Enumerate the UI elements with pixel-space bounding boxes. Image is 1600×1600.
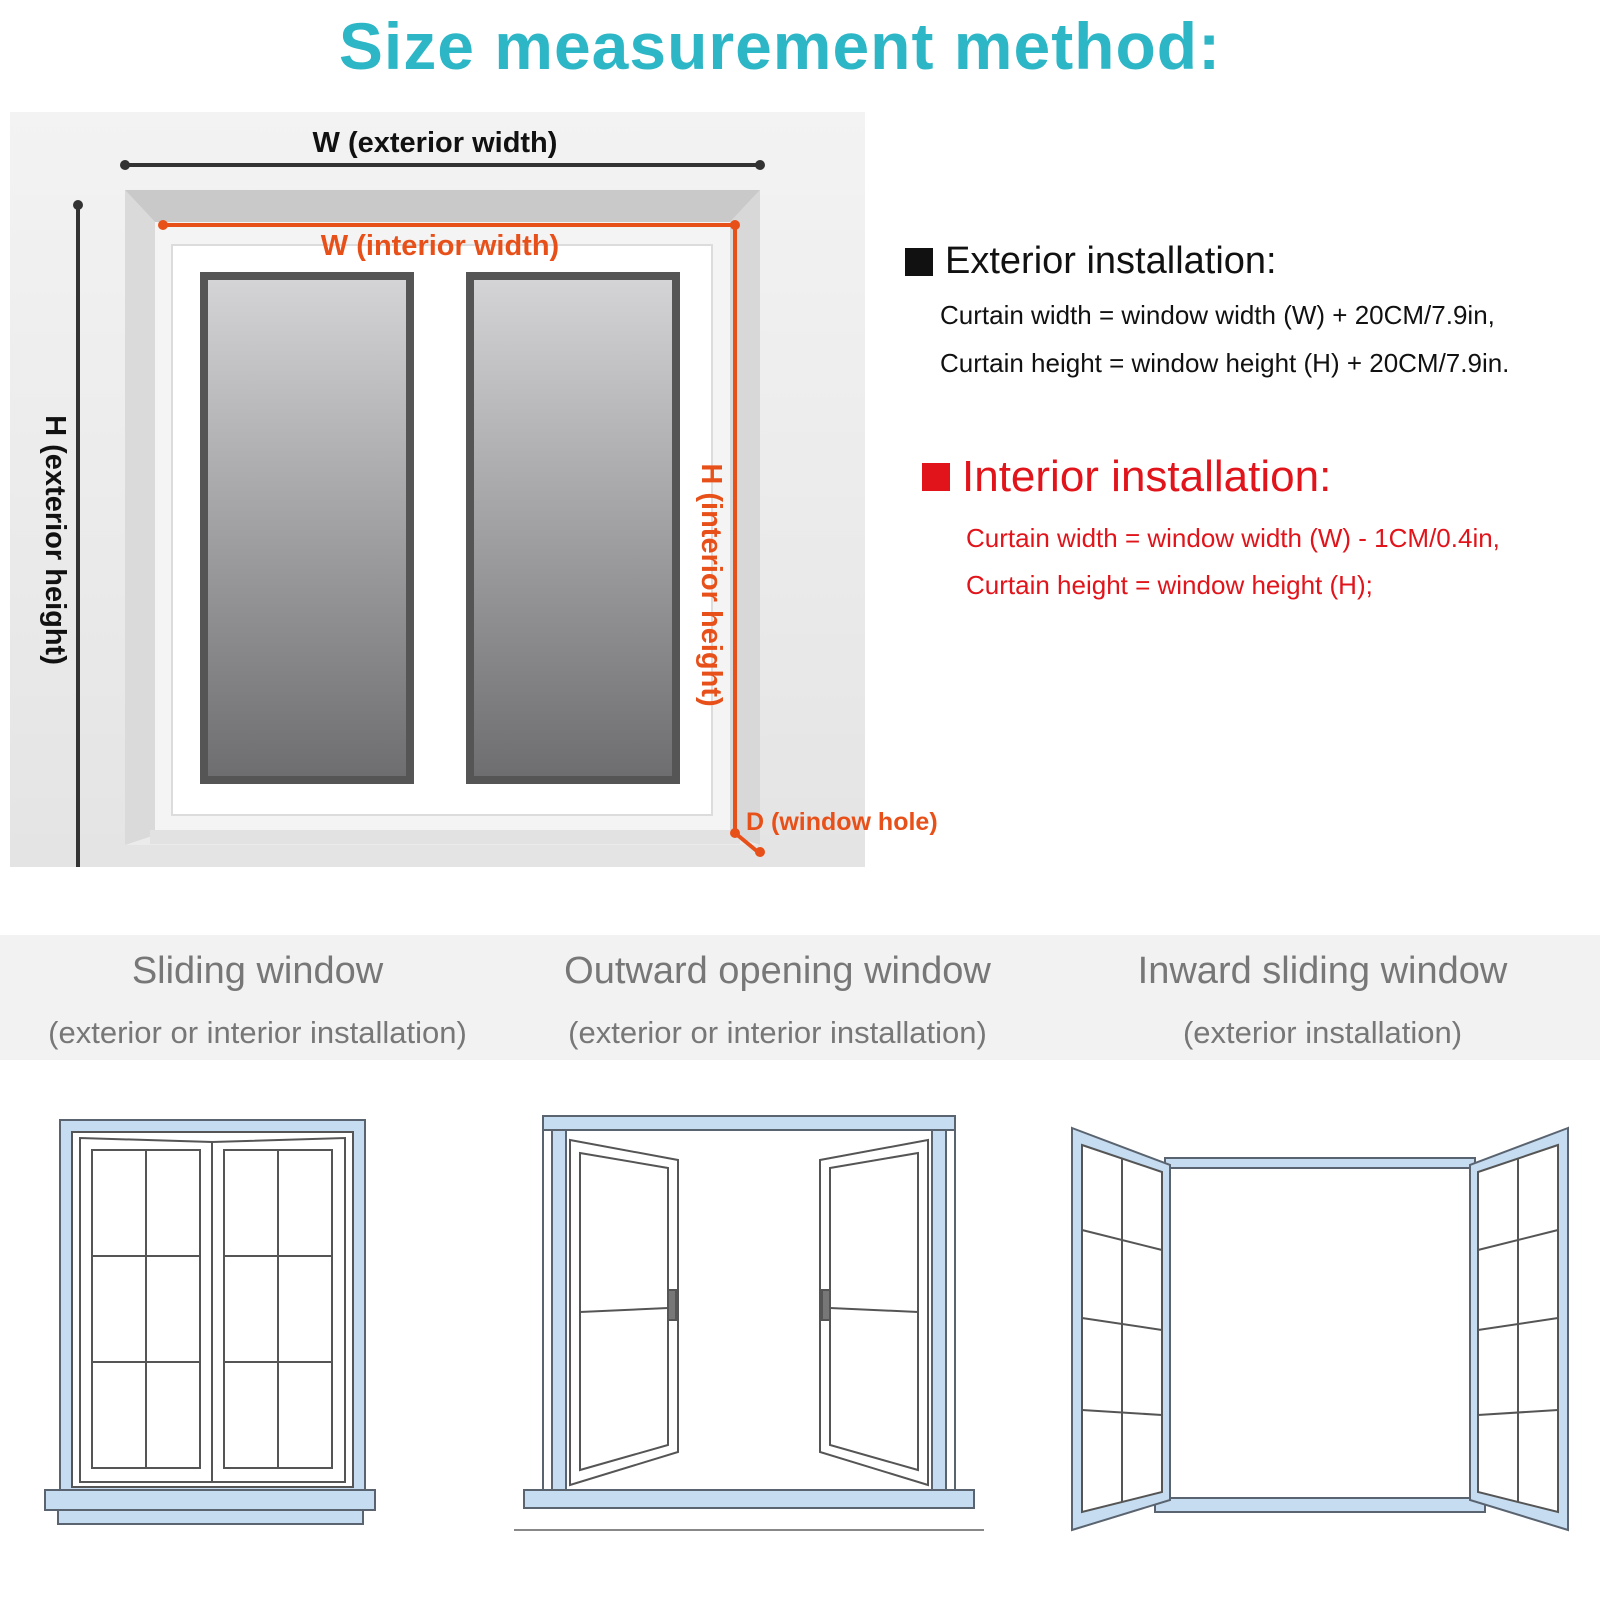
- exterior-height-line: [73, 200, 83, 867]
- page-title: Size measurement method:: [338, 9, 1222, 83]
- interior-height-line: [730, 225, 765, 857]
- window-type-name: Outward opening window: [564, 950, 991, 992]
- window-type-note: (exterior or interior installation): [48, 1015, 467, 1050]
- interior-height-label: H (interior height): [695, 463, 727, 706]
- window-type-inward: Inward sliding window (exterior installa…: [1080, 950, 1565, 1051]
- exterior-width-line: [120, 160, 765, 170]
- inward-sliding-window-illustration: [1071, 1126, 1569, 1532]
- black-square-icon: [905, 247, 933, 276]
- exterior-height-formula: Curtain height = window height (H) + 20C…: [940, 348, 1510, 378]
- window-type-name: Sliding window: [131, 950, 384, 992]
- interior-installation-heading: Interior installation:: [922, 452, 1331, 502]
- exterior-width-label: W (exterior width): [313, 127, 558, 159]
- exterior-installation-heading: Exterior installation:: [905, 240, 1277, 283]
- sliding-window-illustration: [44, 1119, 376, 1525]
- exterior-width-formula: Curtain width = window width (W) + 20CM/…: [940, 300, 1495, 330]
- window-type-note: (exterior installation): [1182, 1015, 1463, 1050]
- interior-height-formula: Curtain height = window height (H);: [966, 570, 1373, 600]
- interior-heading-text: Interior installation:: [962, 452, 1332, 501]
- interior-width-label: W (interior width): [321, 230, 559, 262]
- interior-width-formula: Curtain width = window width (W) - 1CM/0…: [966, 523, 1500, 553]
- window-type-outward: Outward opening window (exterior or inte…: [535, 950, 1020, 1051]
- window-type-sliding: Sliding window (exterior or interior ins…: [15, 950, 500, 1051]
- window-illustration: [10, 112, 865, 867]
- window-type-name: Inward sliding window: [1137, 950, 1508, 992]
- exterior-height-label: H (exterior height): [39, 415, 71, 665]
- window-types-band: [0, 935, 1600, 1060]
- window-type-note: (exterior or interior installation): [568, 1015, 987, 1050]
- window-hole-label: D (window hole): [746, 808, 938, 836]
- red-square-icon: [922, 463, 950, 491]
- exterior-heading-text: Exterior installation:: [945, 240, 1277, 282]
- outward-opening-window-illustration: [514, 1115, 984, 1531]
